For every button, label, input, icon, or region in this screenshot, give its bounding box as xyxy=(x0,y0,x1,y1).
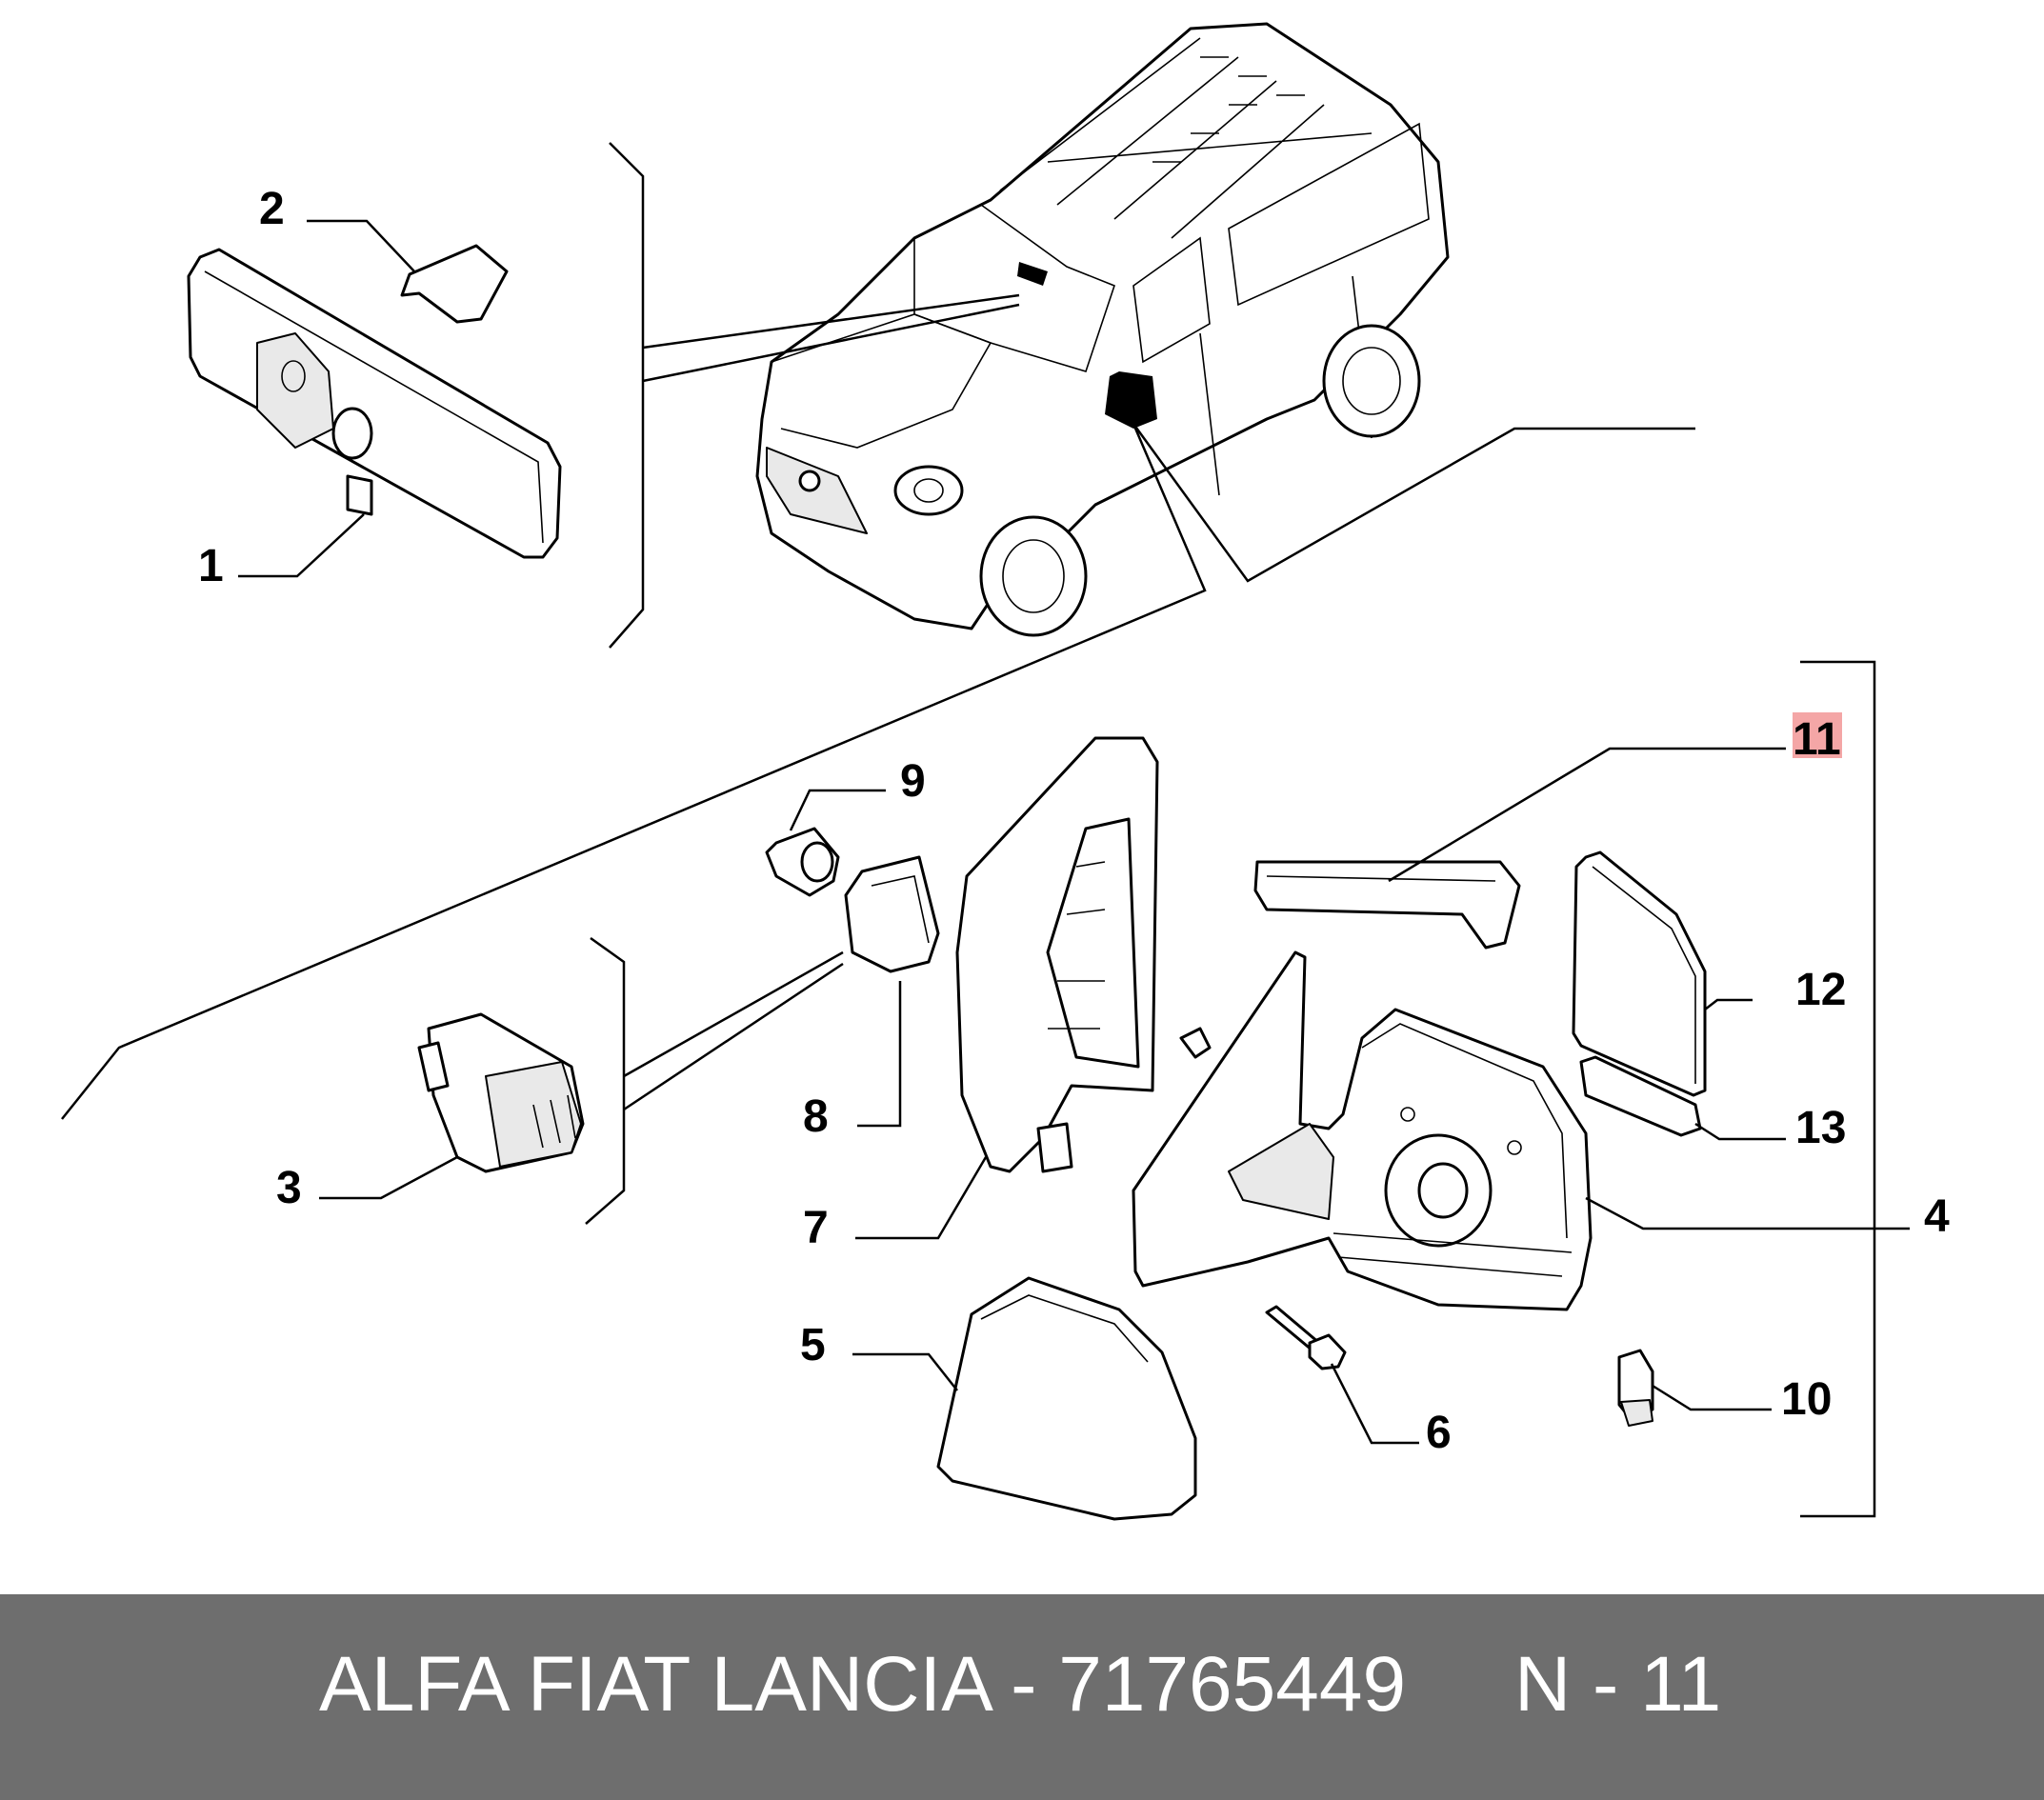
footer-bar: ALFA FIAT LANCIA - 71765449 N - 11 xyxy=(0,1594,2044,1800)
callout-10: 10 xyxy=(1781,1374,1832,1425)
callout-9: 9 xyxy=(900,756,926,807)
part-7-mirror-base xyxy=(955,736,1159,1173)
part-9-cap xyxy=(765,827,840,897)
callout-13: 13 xyxy=(1795,1103,1846,1153)
callout-1: 1 xyxy=(198,541,224,591)
part-1-rearview-mirror xyxy=(187,248,562,559)
part-3-mirror-switch xyxy=(417,1012,585,1173)
callout-5: 5 xyxy=(800,1320,826,1370)
part-13-lens xyxy=(1579,1055,1702,1137)
callout-6: 6 xyxy=(1426,1408,1452,1458)
callout-8: 8 xyxy=(803,1091,829,1142)
callout-11: 11 xyxy=(1793,714,1841,765)
callout-7: 7 xyxy=(803,1203,829,1253)
van-illustration xyxy=(755,22,1450,637)
callout-2: 2 xyxy=(259,184,285,234)
part-11-trim-strip xyxy=(1253,860,1521,950)
callout-11-highlight xyxy=(1793,712,1842,758)
part-10-bulb xyxy=(1617,1349,1654,1427)
callout-12: 12 xyxy=(1795,965,1846,1015)
part-12-mirror-glass xyxy=(1572,850,1707,1097)
part-6-screw xyxy=(1265,1305,1347,1370)
callout-3: 3 xyxy=(276,1163,302,1213)
part-8-bracket xyxy=(844,855,940,973)
part-4-mirror-assembly xyxy=(1132,950,1593,1311)
footer-brand-part-number: ALFA FIAT LANCIA - 71765449 xyxy=(319,1641,1407,1728)
parts-diagram: 1 2 3 4 5 6 7 8 9 10 11 12 13 xyxy=(61,22,1950,1521)
callout-4: 4 xyxy=(1924,1191,1950,1242)
footer-page-ref: N - 11 xyxy=(1514,1641,1722,1728)
part-2-mirror-cover xyxy=(400,244,509,324)
part-5-mirror-cap xyxy=(936,1276,1197,1521)
